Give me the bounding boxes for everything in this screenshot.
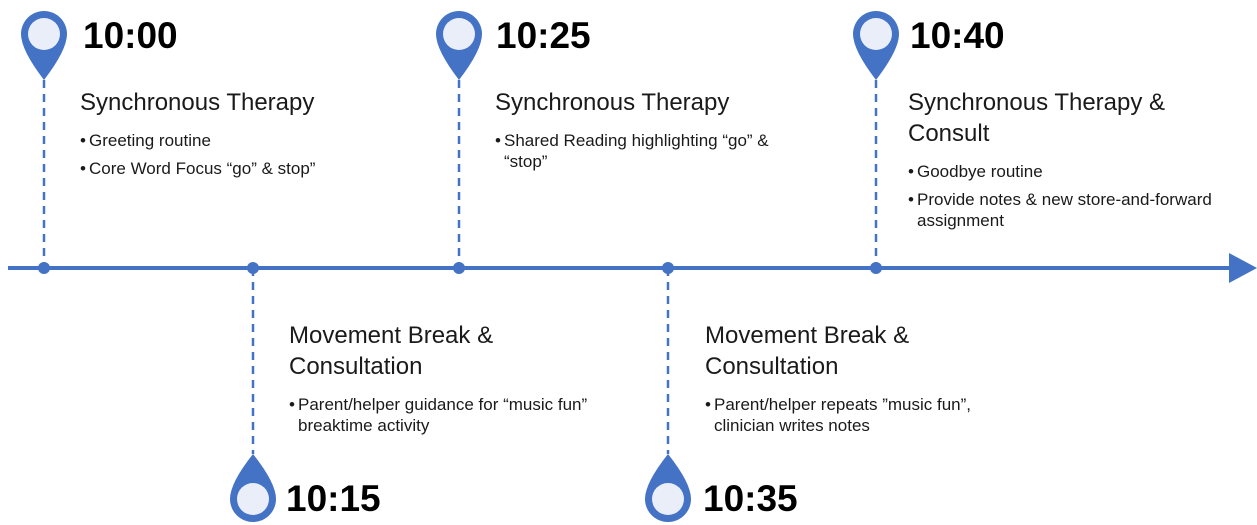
event-markers <box>21 11 899 522</box>
event-bullets-1035: Parent/helper repeats ”music fun”, clini… <box>705 394 1035 436</box>
event-title-1015: Movement Break & Consultation <box>289 322 494 380</box>
event-title-1025: Synchronous Therapy <box>495 89 730 116</box>
timeline-arrowhead <box>1229 253 1257 283</box>
axis-dot-1035 <box>662 262 674 274</box>
event-time-1035: 10:35 <box>703 478 798 519</box>
event-details-1040: Synchronous Therapy & Consult Goodbye ro… <box>908 87 1228 238</box>
event-bullets-1000: Greeting routine Core Word Focus “go” & … <box>80 130 410 179</box>
location-pin-center-1025 <box>443 18 475 50</box>
event-bullet: Core Word Focus “go” & stop” <box>80 158 410 179</box>
event-bullets-1015: Parent/helper guidance for “music fun” b… <box>289 394 619 436</box>
location-pin-center-1000 <box>28 18 60 50</box>
event-bullet: Goodbye routine <box>908 161 1228 182</box>
axis-dot-1025 <box>453 262 465 274</box>
event-bullet: Shared Reading highlighting “go” & “stop… <box>495 130 789 172</box>
axis-dot-1040 <box>870 262 882 274</box>
event-bullets-1040: Goodbye routine Provide notes & new stor… <box>908 161 1228 231</box>
event-title-1035: Movement Break & Consultation <box>705 322 910 380</box>
location-pin-center-1015 <box>237 483 269 515</box>
location-pin-center-1035 <box>652 483 684 515</box>
event-time-1015: 10:15 <box>286 478 381 519</box>
event-details-1000: Synchronous Therapy Greeting routine Cor… <box>80 87 410 186</box>
location-pin-center-1040 <box>860 18 892 50</box>
event-time-1040: 10:40 <box>910 15 1005 56</box>
event-time-1000: 10:00 <box>83 15 178 56</box>
event-title-1000: Synchronous Therapy <box>80 89 315 116</box>
event-bullet: Provide notes & new store-and-forward as… <box>908 189 1237 231</box>
event-bullet: Parent/helper repeats ”music fun”, clini… <box>705 394 1024 436</box>
event-bullet: Parent/helper guidance for “music fun” b… <box>289 394 618 436</box>
event-bullets-1025: Shared Reading highlighting “go” & “stop… <box>495 130 805 172</box>
event-bullet: Greeting routine <box>80 130 410 151</box>
event-details-1035: Movement Break & Consultation Parent/hel… <box>705 320 1035 443</box>
event-details-1025: Synchronous Therapy Shared Reading highl… <box>495 87 805 179</box>
axis-dot-1000 <box>38 262 50 274</box>
event-details-1015: Movement Break & Consultation Parent/hel… <box>289 320 619 443</box>
axis-dot-1015 <box>247 262 259 274</box>
event-time-1025: 10:25 <box>496 15 591 56</box>
event-title-1040: Synchronous Therapy & Consult <box>908 89 1166 147</box>
